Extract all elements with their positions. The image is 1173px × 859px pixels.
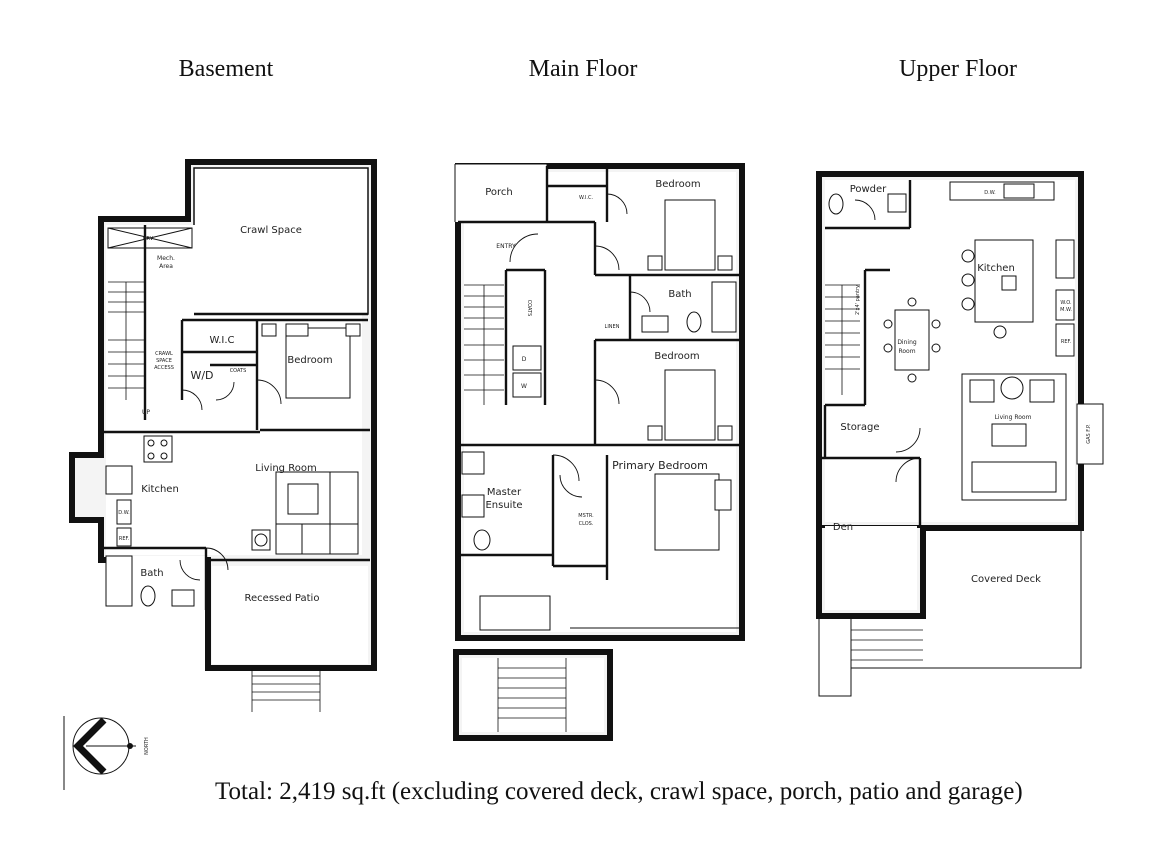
basement-mech-area-label: Area	[159, 263, 173, 270]
upper-dining-room-label: Dining	[897, 339, 917, 346]
basement-recessed-patio-label: Recessed Patio	[245, 593, 320, 604]
basement-crawl-access-label-2: SPACE	[156, 358, 172, 364]
basement-plan: Crawl Space HRV Mech. Area CRAWL SPACE A…	[69, 159, 377, 712]
main-master-ensuite-label: Master	[487, 487, 522, 498]
main-bedroom-1-label: Bedroom	[655, 179, 700, 190]
main-bath-label: Bath	[668, 289, 691, 300]
main-mstr-clos-label-2: CLOS.	[579, 521, 594, 527]
upper-pantry-label: 2'x4' pantry	[855, 285, 861, 315]
main-washer-label: W	[521, 383, 527, 390]
compass-north-label: NORTH	[144, 737, 150, 755]
upper-ref-label: REF.	[1061, 339, 1072, 345]
upper-kitchen-label: Kitchen	[977, 263, 1015, 274]
main-primary-bedroom-label: Primary Bedroom	[612, 459, 708, 472]
main-coats-label: COATS	[526, 300, 532, 317]
main-linen-label: LINEN	[605, 324, 620, 330]
basement-mech-label: Mech.	[157, 255, 175, 262]
upper-den-label: Den	[833, 522, 853, 533]
basement-dw-label: D.W.	[118, 510, 130, 516]
upper-wo-mw-label-2: M.W.	[1060, 307, 1072, 313]
basement-living-room-label: Living Room	[255, 463, 316, 474]
basement-crawl-access-label-3: ACCESS	[154, 365, 174, 371]
upper-floor-title: Upper Floor	[899, 56, 1017, 82]
basement-bath-label: Bath	[140, 568, 163, 579]
main-floor-plan: Porch W.I.C. Bedroom ENTRY COATS Bath LI…	[453, 163, 745, 741]
main-entry-label: ENTRY	[496, 243, 516, 250]
main-mstr-clos-label: MSTR.	[578, 513, 594, 519]
upper-gas-fp-label: GAS F.P.	[1086, 424, 1092, 444]
upper-living-room-label: Living Room	[995, 414, 1032, 421]
basement-coats-label: COATS	[230, 368, 247, 374]
basement-wd-label: W/D	[190, 369, 213, 382]
upper-wo-mw-label: W.O.	[1060, 300, 1072, 306]
upper-floor-plan: Powder D.W. Kitchen Dining Room W.O. M.W…	[816, 171, 1104, 697]
basement-title: Basement	[179, 56, 274, 82]
total-square-footage: Total: 2,419 sq.ft (excluding covered de…	[215, 778, 1023, 805]
main-wic-label: W.I.C.	[579, 195, 594, 201]
main-master-ensuite-label-2: Ensuite	[485, 500, 522, 511]
basement-ref-label: REF.	[119, 536, 130, 542]
north-compass: NORTH	[63, 716, 150, 790]
basement-crawl-space-label: Crawl Space	[240, 225, 302, 236]
basement-hrv-label: HRV	[143, 236, 154, 242]
main-bedroom-2-label: Bedroom	[654, 351, 699, 362]
main-floor-title: Main Floor	[529, 56, 638, 82]
basement-bedroom-label: Bedroom	[287, 355, 332, 366]
upper-storage-label: Storage	[840, 422, 879, 433]
upper-powder-label: Powder	[850, 184, 887, 195]
basement-up-label: UP	[142, 409, 150, 416]
upper-covered-deck-label: Covered Deck	[971, 574, 1041, 585]
basement-wic-label: W.I.C	[209, 335, 234, 346]
main-porch-label: Porch	[485, 187, 513, 198]
basement-crawl-access-label: CRAWL	[155, 351, 173, 357]
upper-dw-label: D.W.	[984, 190, 996, 196]
upper-dining-room-label-2: Room	[898, 348, 915, 355]
main-dryer-label: D	[522, 356, 527, 363]
basement-kitchen-label: Kitchen	[141, 484, 179, 495]
